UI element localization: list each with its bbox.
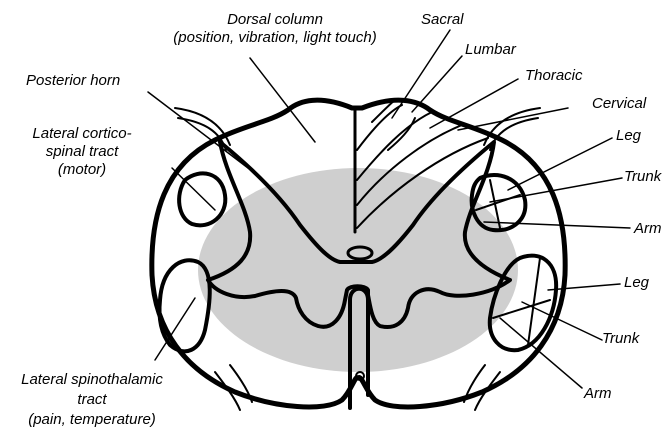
posterior-horn-label: Posterior horn xyxy=(26,72,120,90)
lumbar-label: Lumbar xyxy=(465,41,516,59)
dorsal-column-label: Dorsal column (position, vibration, ligh… xyxy=(140,11,410,47)
thoracic-label: Thoracic xyxy=(525,67,583,85)
lateral-corticospinal-label: Lateral cortico- spinal tract (motor) xyxy=(16,125,148,179)
leg-lower-label: Leg xyxy=(624,274,649,292)
sacral-label: Sacral xyxy=(421,11,464,29)
lateral-spinothalamic-label: Lateral spinothalamic tract (pain, tempe… xyxy=(4,370,180,430)
cervical-label: Cervical xyxy=(592,95,646,113)
arm-lower-label: Arm xyxy=(584,385,612,403)
trunk-upper-label: Trunk xyxy=(624,168,661,186)
arm-upper-label: Arm xyxy=(634,220,662,238)
leg-upper-label: Leg xyxy=(616,127,641,145)
trunk-lower-label: Trunk xyxy=(602,330,639,348)
